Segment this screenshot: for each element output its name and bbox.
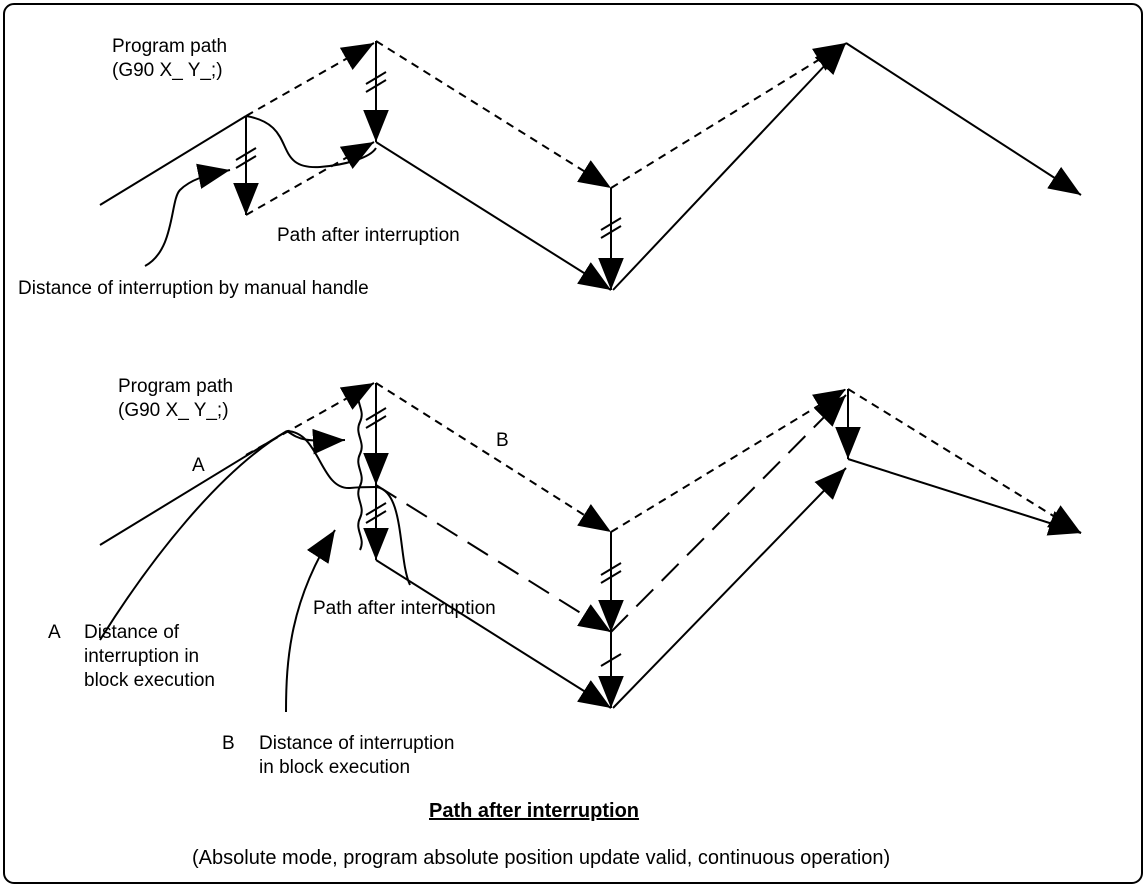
curve-b [375,486,411,586]
top-path-after-label: Path after interruption [277,225,460,246]
note-a-letter: A [48,622,61,643]
wavy-marker [357,389,363,551]
note-b-line-2: in block execution [259,757,411,778]
note-b-letter: B [222,733,235,754]
top-handle-distance-label: Distance of interruption by manual handl… [18,278,369,299]
marker-a: A [192,455,205,476]
top-break-marks [235,71,622,239]
figure-border [3,3,1143,884]
leader-b [285,529,336,713]
leader-a-arrow [286,428,346,455]
bottom-path-after-label: Path after interruption [313,598,496,619]
note-b-line-1: Distance of interruption [259,733,455,754]
bottom-program-path-label: Program path [118,376,234,397]
top-handle-leader [144,163,231,267]
top-handle-curve [245,115,377,169]
marker-b: B [496,430,509,451]
note-a-line-3: block execution [84,670,215,691]
bottom-offset-arrows [363,383,861,708]
caption-title: Path after interruption [429,800,640,822]
top-offset-arrows [233,41,624,290]
top-program-path-cmd: (G90 X_ Y_;) [112,60,223,81]
leader-a-long [99,430,288,641]
caption-subtitle: (Absolute mode, program absolute positio… [192,847,891,869]
top-program-path [245,40,847,216]
bottom-long-dash-path [375,394,847,633]
top-actual-path [99,42,1082,291]
bottom-program-path [245,382,1082,534]
note-a-line-2: interruption in [84,646,200,667]
top-diagram [99,40,1082,291]
top-program-path-label: Program path [112,36,228,57]
bottom-actual-path [99,430,1082,709]
bottom-diagram [99,382,1082,713]
bottom-program-path-cmd: (G90 X_ Y_;) [118,400,229,421]
note-a-line-1: Distance of [84,622,180,643]
bottom-break-marks [365,407,622,667]
